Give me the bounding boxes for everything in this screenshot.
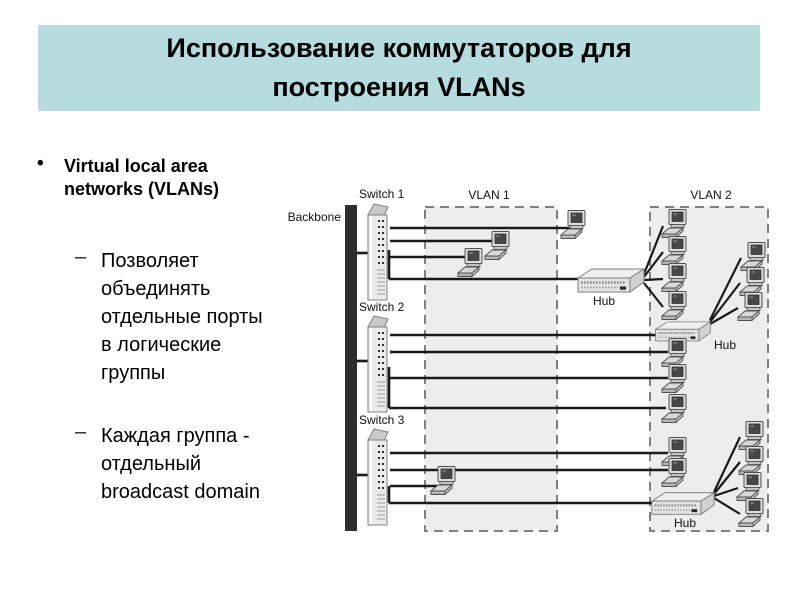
slide-title: Использование коммутаторов для построени… [166,33,632,102]
hub-cable [713,461,741,495]
hub-3-icon [650,491,716,516]
hub-2-label: Hub [714,338,736,352]
pc-icon [560,210,586,239]
sub-bullet-1: Позволяет объединять отдельные порты в л… [101,250,263,384]
hub-1-icon [576,267,646,294]
switch-1-icon [367,203,389,301]
bullet-main-text: Virtual local area networks (VLANs) [64,156,220,199]
hub-cable [709,307,739,325]
dash-icon: – [75,421,87,443]
sub-bullet-2: Каждая группа - отдельный broadcast doma… [101,425,260,503]
backbone-label: Backbone [288,210,342,224]
dash-icon: – [75,246,87,268]
switch-2-label: Switch 2 [359,300,405,314]
vlan-2-label: VLAN 2 [690,188,732,202]
switch-3-icon [367,428,389,526]
hub-3-label: Hub [674,516,696,530]
hub-cable [643,251,664,278]
switch-3-label: Switch 3 [359,413,405,427]
vlan-1-label: VLAN 1 [468,188,510,202]
hub-cable [642,225,665,275]
switch-1-label: Switch 1 [359,187,405,201]
hub-cable [709,257,742,321]
bullet-icon: • [37,153,44,174]
hub-cable [709,282,741,323]
title-bar: Использование коммутаторов для построени… [38,25,760,111]
hub-cable [713,436,741,493]
hub-cable [713,497,741,515]
switch-2-icon [367,315,389,413]
backbone-bar [345,205,357,531]
hub-cable [643,282,664,308]
hub-cable [713,486,739,498]
hub-1-label: Hub [593,294,615,308]
diagram-content: Backbone VLAN 1 VLAN 2 Switch 1 Switch 2 Swit… [288,187,769,532]
hub-cable [643,277,664,282]
